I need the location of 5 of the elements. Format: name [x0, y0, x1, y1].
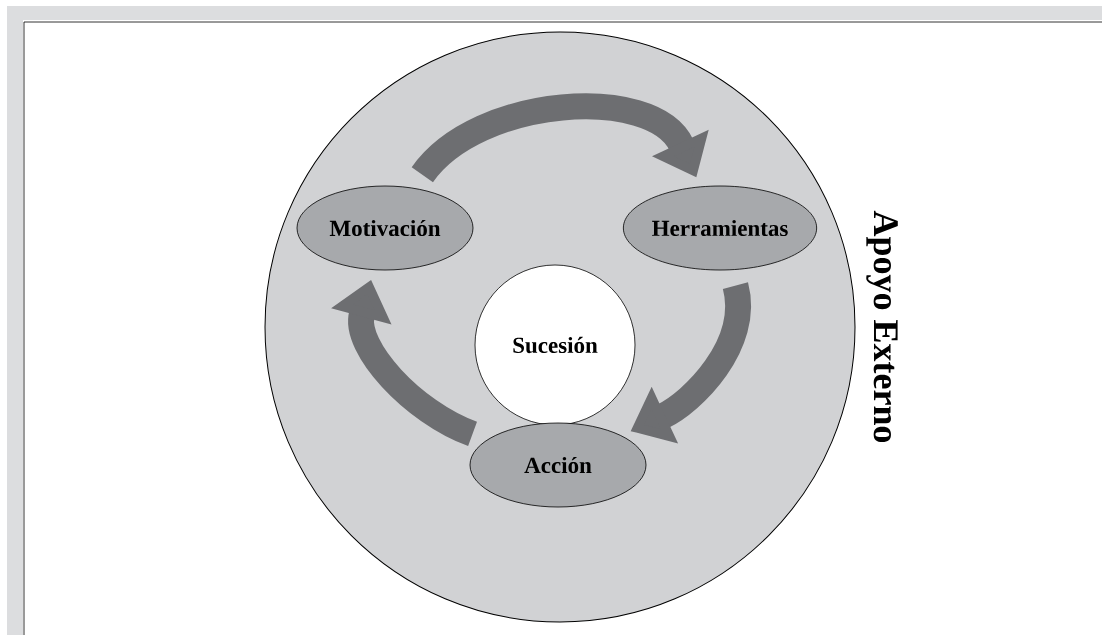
curved-arrow [412, 93, 709, 184]
ellipse-node: Motivación [296, 185, 474, 271]
circle-heading: Apoyo Externo [866, 210, 898, 443]
ellipse-node: Herramientas [622, 185, 818, 271]
ellipse-node: Acción [469, 422, 647, 508]
